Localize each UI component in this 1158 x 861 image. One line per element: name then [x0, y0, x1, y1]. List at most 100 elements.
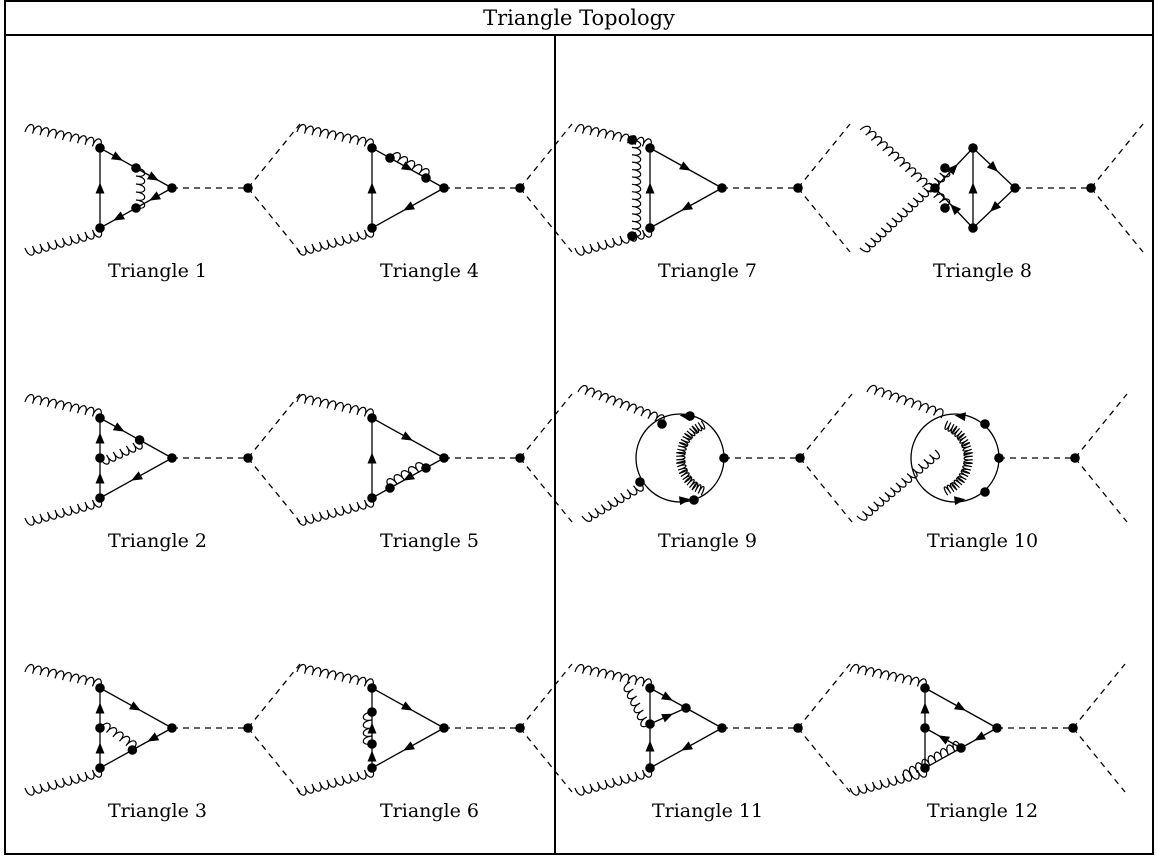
arrow-head — [95, 702, 105, 714]
gluon-line — [963, 452, 973, 465]
gluon-line — [678, 432, 692, 446]
vertex-dot — [95, 223, 105, 233]
gluon-line — [902, 740, 962, 781]
vertex-dot — [134, 435, 145, 445]
table-title: Triangle Topology — [6, 2, 1152, 36]
vertex-dot — [930, 183, 940, 193]
vertex-dot — [920, 683, 930, 693]
feynman-diagram — [24, 393, 301, 526]
feynman-diagram — [577, 384, 853, 523]
gluon-line — [296, 497, 375, 526]
vertex-dot — [920, 763, 930, 773]
vertex-dot — [95, 453, 105, 463]
vertex-dot — [920, 723, 930, 733]
vertex-dot — [95, 723, 105, 733]
gluon-line — [24, 123, 102, 149]
gluon-line — [574, 663, 652, 689]
vertex-dot — [131, 203, 141, 213]
arrow-head — [954, 701, 966, 711]
gluon-line — [961, 441, 973, 455]
diagram-caption: Triangle 2 — [107, 530, 207, 552]
feynman-diagram — [24, 663, 301, 796]
vertex-dot — [980, 487, 990, 497]
gluon-line — [961, 461, 973, 475]
gluon-line — [678, 469, 692, 484]
fermion-loop — [635, 413, 725, 503]
vertex-dot — [689, 495, 699, 505]
vertex-dot — [385, 483, 395, 493]
diagram-caption: Triangle 4 — [379, 260, 479, 282]
gluon-line — [691, 482, 705, 496]
gluon-line — [24, 393, 102, 419]
vertex-dot — [95, 493, 105, 503]
arrow-head — [681, 201, 693, 211]
diagram-caption: Triangle 7 — [657, 260, 757, 282]
arrow-head — [661, 713, 674, 723]
arrow-head — [367, 750, 377, 762]
diagram-cell: Triangle 6 — [292, 590, 573, 844]
gluon-line — [849, 767, 928, 796]
diagram-graphic — [296, 123, 573, 256]
dashed-external-line — [519, 457, 573, 523]
diagram-cell: Triangle 11 — [570, 590, 851, 844]
gluon-line — [577, 384, 665, 425]
feynman-diagram — [859, 123, 1144, 253]
gluon-line — [684, 476, 698, 491]
arrow-head — [679, 161, 691, 171]
gluon-line — [957, 470, 971, 484]
vertex-dot — [367, 763, 377, 773]
diagram-cell: Triangle 9 — [570, 320, 853, 574]
arrow-head — [129, 701, 141, 711]
diagram-cell: Triangle 5 — [292, 320, 573, 574]
vertex-dot — [627, 135, 637, 145]
gluon-line — [944, 420, 958, 434]
gluon-line — [362, 711, 373, 745]
vertex-dot — [645, 719, 655, 729]
vertex-dot — [657, 419, 667, 429]
dashed-external-line — [797, 187, 851, 253]
gluon-line — [24, 767, 103, 796]
arrow-head — [920, 702, 930, 714]
vertex-dot — [645, 683, 655, 693]
arrow-head — [111, 151, 123, 161]
gluon-line — [296, 123, 374, 149]
diagram-cell: Triangle 4 — [292, 50, 573, 304]
vertex-dot — [95, 683, 105, 693]
vertex-dot — [95, 763, 105, 773]
diagram-caption: Triangle 11 — [651, 800, 764, 822]
vertex-dot — [645, 223, 655, 233]
diagram-graphic — [856, 384, 1128, 523]
gluon-line — [296, 663, 374, 689]
arrow-head — [954, 412, 967, 422]
arrow-head — [131, 471, 143, 481]
arrow-head — [986, 160, 998, 172]
dashed-external-line — [519, 393, 573, 459]
arrow-head — [678, 496, 691, 506]
vertex-dot — [127, 745, 138, 755]
vertex-dot — [95, 413, 105, 423]
feynman-diagram — [296, 123, 573, 256]
vertex-dot — [645, 143, 655, 153]
diagram-cell: Triangle 1 — [20, 50, 301, 304]
arrow-head — [950, 204, 962, 216]
arrow-head — [112, 422, 125, 432]
gluon-line — [24, 663, 102, 689]
arrow-head — [974, 731, 986, 741]
vertex-dot — [367, 143, 377, 153]
arrow-head — [149, 191, 161, 201]
vertex-dot — [681, 703, 691, 713]
dashed-external-line — [1074, 393, 1128, 459]
diagram-graphic — [296, 393, 573, 526]
gluon-line — [943, 482, 958, 496]
vertex-dot — [367, 683, 377, 693]
arrow-head — [401, 431, 413, 441]
diagram-graphic — [24, 393, 301, 526]
arrow-head — [953, 496, 966, 506]
dashed-external-line — [247, 457, 301, 523]
dashed-external-line — [247, 663, 301, 729]
gluon-line — [99, 439, 143, 465]
gluon-line — [859, 167, 951, 253]
dashed-external-line — [797, 727, 851, 793]
diagram-cell: Triangle 7 — [570, 50, 851, 304]
gluon-line — [856, 449, 940, 521]
